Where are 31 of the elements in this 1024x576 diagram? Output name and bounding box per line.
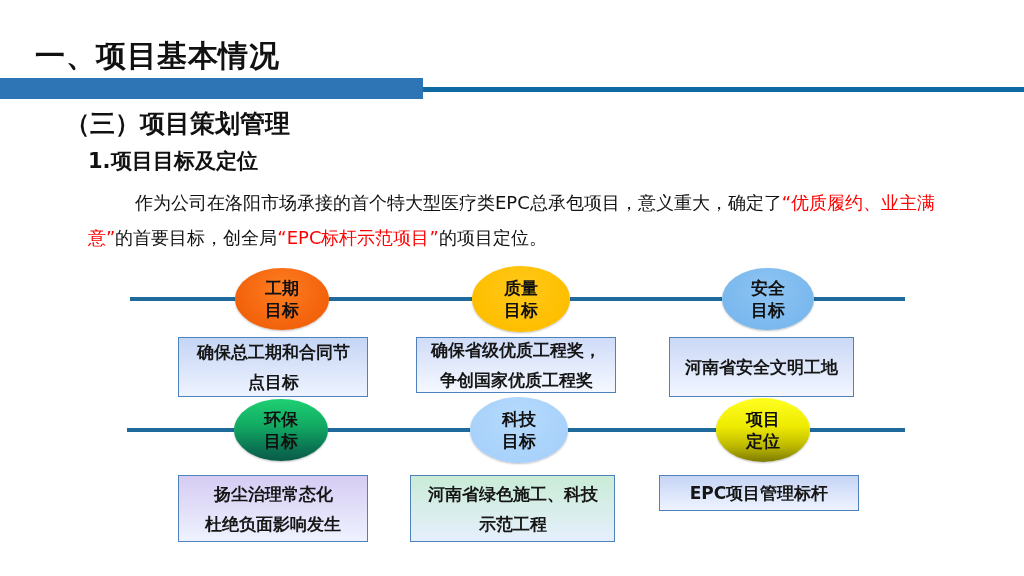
- goal-text: 确保省级优质工程奖，争创国家优质工程奖: [429, 339, 602, 392]
- timeline-line: [568, 428, 716, 432]
- goal-box: [659, 475, 859, 511]
- goal-text: 河南省安全文明工地: [685, 356, 838, 379]
- goal-label: 环保目标: [262, 408, 299, 452]
- timeline-line: [127, 428, 234, 432]
- goal-label: 质量目标: [503, 277, 539, 321]
- goal-label: 科技目标: [500, 408, 537, 452]
- goal-box: [178, 475, 368, 542]
- timeline-line: [570, 297, 722, 301]
- goal-text: 河南省绿色施工、科技示范工程: [426, 482, 599, 536]
- intro-paragraph: 作为公司在洛阳市场承接的首个特大型医疗类EPC总承包项目，意义重大，确定了“优质履约、业主满意”的首要目标，创全局“EPC标杆示范项目”的项目定位。: [88, 191, 937, 250]
- goal-label: 安全目标: [750, 277, 786, 321]
- goal-box: [410, 475, 615, 542]
- goal-text: 确保总工期和合同节点目标: [195, 341, 351, 394]
- goal-text: 扬尘治理常态化: [213, 482, 333, 506]
- timeline-line: [328, 428, 470, 432]
- goal-box: [669, 337, 854, 397]
- goal-label: 项目定位: [744, 408, 781, 452]
- slide-title: 一、项目基本情况: [35, 37, 279, 75]
- goal-text: EPC项目管理标杆: [689, 482, 829, 505]
- goal-box: [178, 337, 368, 397]
- goal-label: 工期目标: [264, 277, 300, 321]
- timeline-line: [814, 297, 905, 301]
- goal-box: [416, 337, 616, 393]
- section-heading: （三）项目策划管理: [65, 108, 290, 140]
- subsection-heading: 1.项目目标及定位: [88, 148, 258, 175]
- timeline-line: [329, 297, 472, 301]
- timeline-line: [130, 297, 235, 301]
- goal-text: 杜绝负面影响发生: [205, 512, 341, 536]
- timeline-line: [810, 428, 905, 432]
